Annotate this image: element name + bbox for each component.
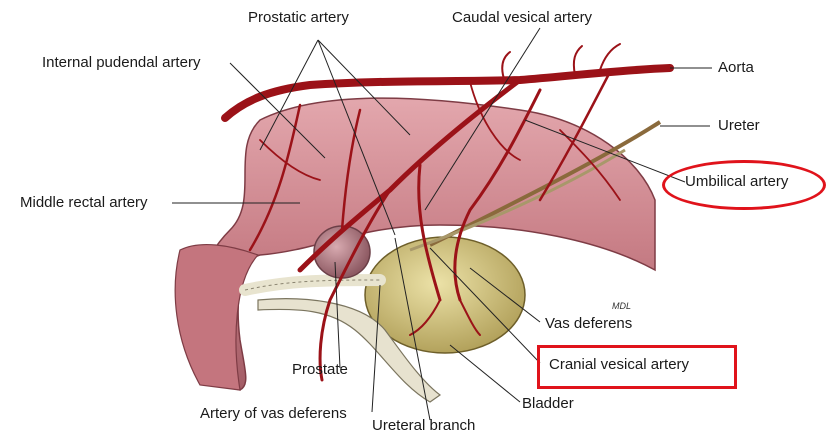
label-ureteral-branch: Ureteral branch	[372, 418, 475, 434]
umbilical-artery-highlight	[662, 160, 826, 210]
cranial-vesical-artery-highlight	[537, 345, 737, 389]
label-ureter: Ureter	[718, 118, 760, 134]
label-aorta: Aorta	[718, 60, 754, 76]
label-internal-pudendal-artery: Internal pudendal artery	[42, 55, 200, 71]
label-prostate: Prostate	[292, 362, 348, 378]
label-bladder: Bladder	[522, 396, 574, 412]
label-vas-deferens: Vas deferens	[545, 316, 632, 332]
label-prostatic-artery: Prostatic artery	[248, 10, 349, 26]
label-middle-rectal-artery: Middle rectal artery	[20, 195, 148, 211]
label-artery-of-vas-deferens: Artery of vas deferens	[200, 406, 347, 422]
artist-signature: MDL	[612, 298, 631, 314]
label-caudal-vesical-artery: Caudal vesical artery	[452, 10, 592, 26]
